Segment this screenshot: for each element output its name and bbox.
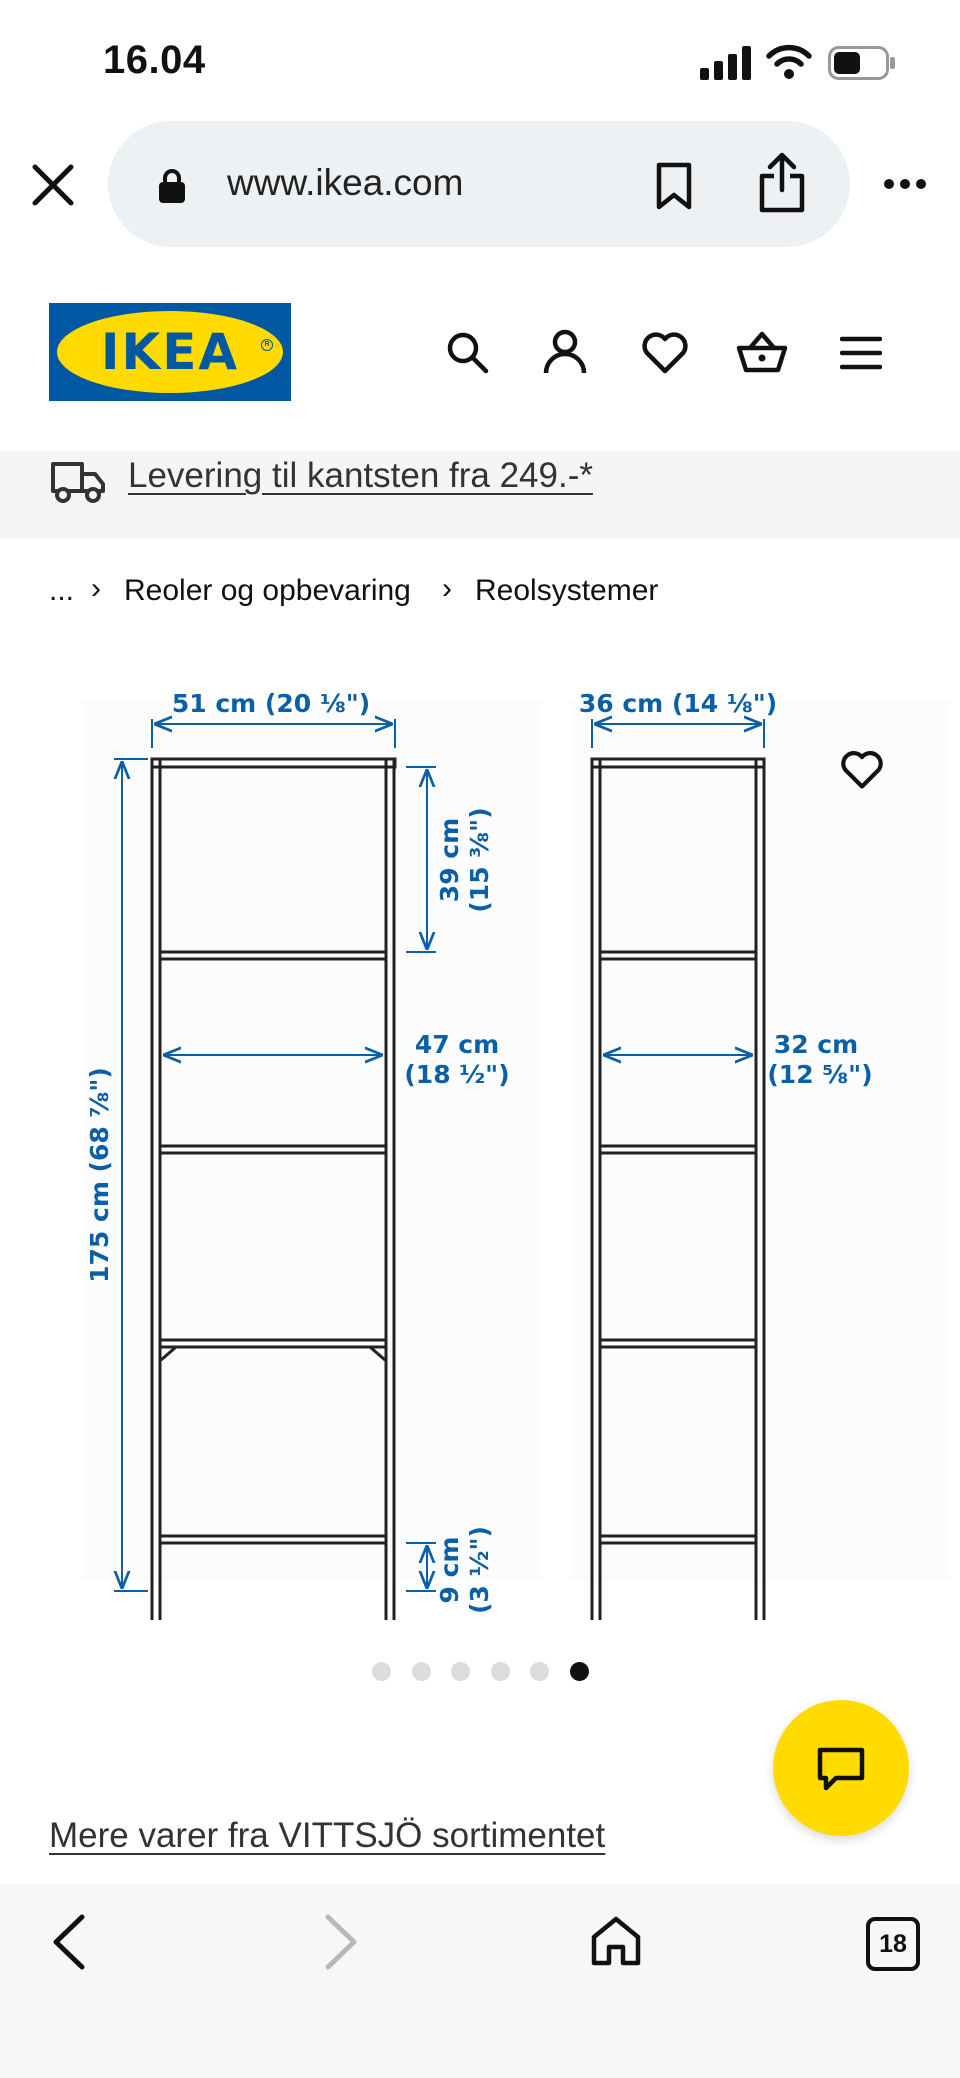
delivery-banner	[0, 451, 960, 539]
address-bar[interactable]	[108, 121, 850, 247]
carousel-dot[interactable]	[451, 1662, 470, 1681]
forward-icon	[325, 1914, 357, 1970]
close-icon[interactable]	[32, 164, 74, 206]
product-dimension-drawing[interactable]: 51 cm (20 ⅛") 175 cm (68 ⅞") 39 cm (15 ⅜…	[0, 660, 960, 1620]
favorites-icon[interactable]	[641, 332, 689, 374]
battery-icon	[828, 46, 895, 80]
tabs-button[interactable]: 18	[866, 1917, 920, 1971]
carousel-dot[interactable]	[411, 1662, 431, 1681]
shelf-spacing-inch-label: (15 ⅜")	[465, 807, 494, 912]
delivery-truck-icon	[51, 462, 105, 503]
shelf-spacing-label: 39 cm	[435, 818, 464, 902]
front-width-label: 51 cm (20 ⅛")	[172, 689, 370, 718]
url-text[interactable]: www.ikea.com	[227, 162, 464, 203]
carousel-dot[interactable]	[372, 1662, 391, 1681]
chevron-right-icon: ›	[91, 572, 101, 605]
breadcrumb-item[interactable]: Reoler og opbevaring	[124, 574, 411, 607]
carousel-dot[interactable]	[490, 1662, 510, 1681]
lock-icon	[159, 169, 185, 203]
chat-button[interactable]	[773, 1700, 909, 1836]
ikea-logo[interactable]: IKEA R	[49, 303, 291, 401]
add-to-favorites-icon[interactable]	[840, 750, 884, 790]
breadcrumb-ellipsis[interactable]: ...	[49, 574, 75, 607]
side-view-frame	[590, 757, 766, 1620]
shopping-basket-icon[interactable]	[736, 330, 788, 374]
status-time: 16.04	[103, 38, 206, 82]
chevron-right-icon: ›	[442, 572, 452, 605]
bookmark-icon[interactable]	[655, 162, 693, 210]
cellular-signal-icon	[700, 46, 751, 80]
bottom-clearance-label: 9 cm	[435, 1537, 464, 1604]
bottom-clearance-inch-label: (3 ½")	[465, 1526, 494, 1614]
side-depth-label: 36 cm (14 ⅛")	[579, 689, 777, 718]
logo-wordmark: IKEA	[100, 323, 240, 381]
wifi-icon	[766, 44, 812, 79]
carousel-dot[interactable]	[569, 1662, 589, 1681]
more-options-icon[interactable]	[883, 178, 927, 190]
back-icon[interactable]	[50, 1914, 86, 1970]
chat-bubble-icon	[817, 1747, 865, 1791]
total-height-label: 175 cm (68 ⅞")	[85, 1067, 114, 1283]
share-icon[interactable]	[758, 152, 806, 214]
delivery-info-link[interactable]: Levering til kantsten fra 249.-*	[128, 456, 593, 495]
inner-width-inch-label: (18 ½")	[404, 1060, 509, 1089]
home-icon[interactable]	[590, 1915, 642, 1967]
inner-width-label: 47 cm	[415, 1030, 499, 1059]
account-icon[interactable]	[543, 329, 587, 375]
carousel-dot[interactable]	[530, 1662, 549, 1681]
inner-depth-label: 32 cm	[774, 1030, 858, 1059]
search-icon[interactable]	[446, 331, 490, 375]
front-view-frame	[150, 757, 397, 1620]
browser-toolbar	[0, 1884, 960, 2078]
breadcrumb-item[interactable]: Reolsystemer	[475, 574, 659, 607]
more-products-link[interactable]: Mere varer fra VITTSJÖ sortimentet	[49, 1816, 606, 1855]
inner-depth-inch-label: (12 ⅝")	[767, 1060, 872, 1089]
menu-icon[interactable]	[840, 336, 882, 370]
